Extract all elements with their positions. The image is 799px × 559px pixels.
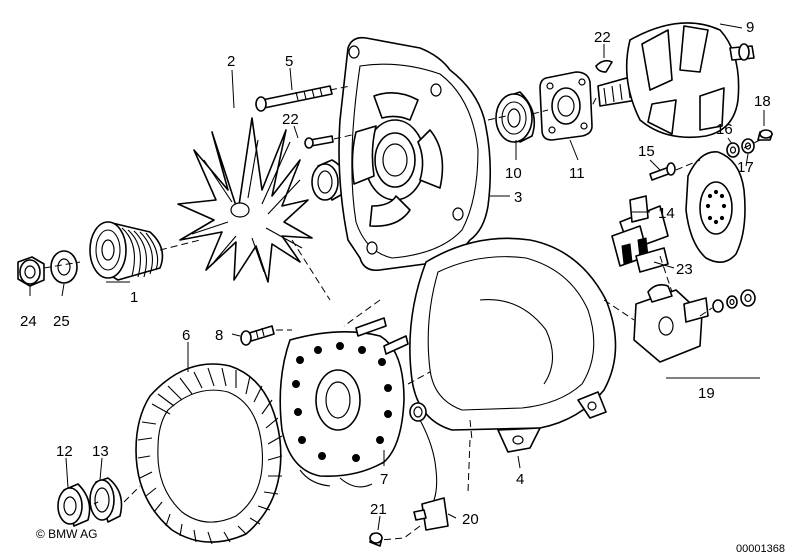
callout-22-right: 22 [594, 29, 611, 46]
callout-5: 5 [285, 53, 293, 70]
callout-labels: 1 2 3 4 5 6 7 8 9 10 11 12 13 14 15 16 1… [20, 19, 771, 528]
callout-20: 20 [462, 511, 479, 528]
copyright-text: © BMW AG [36, 527, 98, 541]
diagram-reference-number: 00001368 [736, 543, 785, 555]
part-1-pulley [89, 221, 164, 281]
callout-24: 24 [20, 313, 37, 330]
callout-17: 17 [737, 159, 754, 176]
callout-1: 1 [130, 289, 138, 306]
callout-19: 19 [698, 385, 715, 402]
part-18-screw [757, 129, 773, 141]
callout-8: 8 [215, 327, 223, 344]
callout-16: 16 [716, 121, 733, 138]
part-5-bolt [255, 85, 333, 112]
callout-4: 4 [516, 471, 524, 488]
callout-7: 7 [380, 471, 388, 488]
callout-13: 13 [92, 443, 109, 460]
part-11-bearing-plate [539, 71, 593, 141]
part-21-screw [369, 532, 383, 547]
callout-10: 10 [505, 165, 522, 182]
callout-21: 21 [370, 501, 387, 518]
callout-12: 12 [56, 443, 73, 460]
leader-lines [29, 23, 765, 531]
part-8-screw [240, 325, 275, 346]
callout-2: 2 [227, 53, 235, 70]
callout-25: 25 [53, 313, 70, 330]
part-24-nut [17, 256, 45, 287]
callout-3: 3 [514, 189, 522, 206]
part-22-key [595, 59, 613, 73]
part-6-stator [135, 363, 283, 545]
callout-9: 9 [746, 19, 754, 36]
part-4-slip-ring-housing [409, 237, 617, 453]
part-3-drive-end-housing [338, 36, 492, 272]
callout-6: 6 [182, 327, 190, 344]
part-12-bearing [57, 483, 91, 527]
callout-14: 14 [658, 205, 675, 222]
callout-18: 18 [754, 93, 771, 110]
part-cover-plate [685, 151, 746, 263]
callout-23: 23 [676, 261, 693, 278]
callout-22-left: 22 [282, 111, 299, 128]
callout-15: 15 [638, 143, 655, 160]
part-20-capacitor [409, 402, 449, 531]
part-19-regulator [633, 284, 756, 363]
part-13-seal [89, 477, 123, 523]
part-25-washer [50, 250, 78, 284]
part-22-screw [304, 135, 334, 149]
callout-11: 11 [569, 165, 585, 182]
part-9-rotor [597, 22, 755, 139]
part-14-brush-holder [611, 195, 669, 273]
part-7-rectifier [279, 317, 409, 488]
assembly-dashed-lines [43, 85, 761, 541]
part-10-bearing [495, 91, 536, 143]
part-16-washer [726, 142, 740, 158]
part-2-fan [177, 117, 313, 283]
part-15-screw [649, 162, 676, 181]
